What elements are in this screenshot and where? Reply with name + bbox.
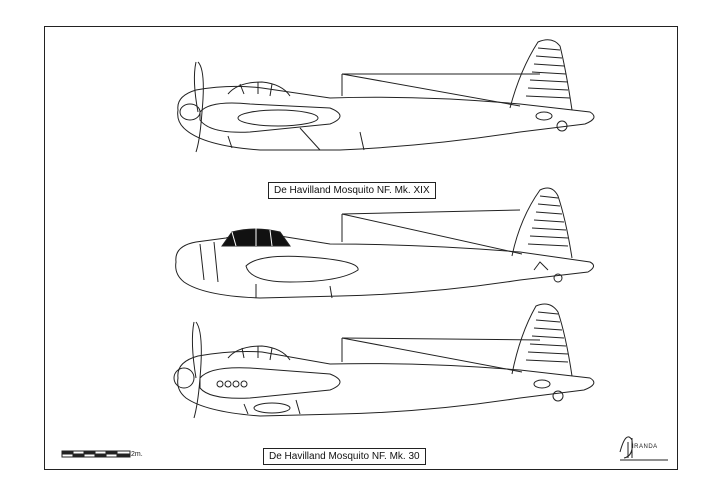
maker-logo xyxy=(619,436,668,461)
aircraft-profile-middle xyxy=(175,187,594,299)
scale-bar xyxy=(61,450,131,458)
caption-mk-30: De Havilland Mosquito NF. Mk. 30 xyxy=(263,448,426,465)
aircraft-profile-mk-xix xyxy=(177,39,595,153)
scale-label: 2m. xyxy=(131,451,143,458)
aircraft-profile-mk-30 xyxy=(173,303,595,419)
maker-mark: IRANDA xyxy=(632,444,658,450)
caption-mk-xix: De Havilland Mosquito NF. Mk. XIX xyxy=(268,182,436,199)
drawing-frame xyxy=(44,26,678,470)
